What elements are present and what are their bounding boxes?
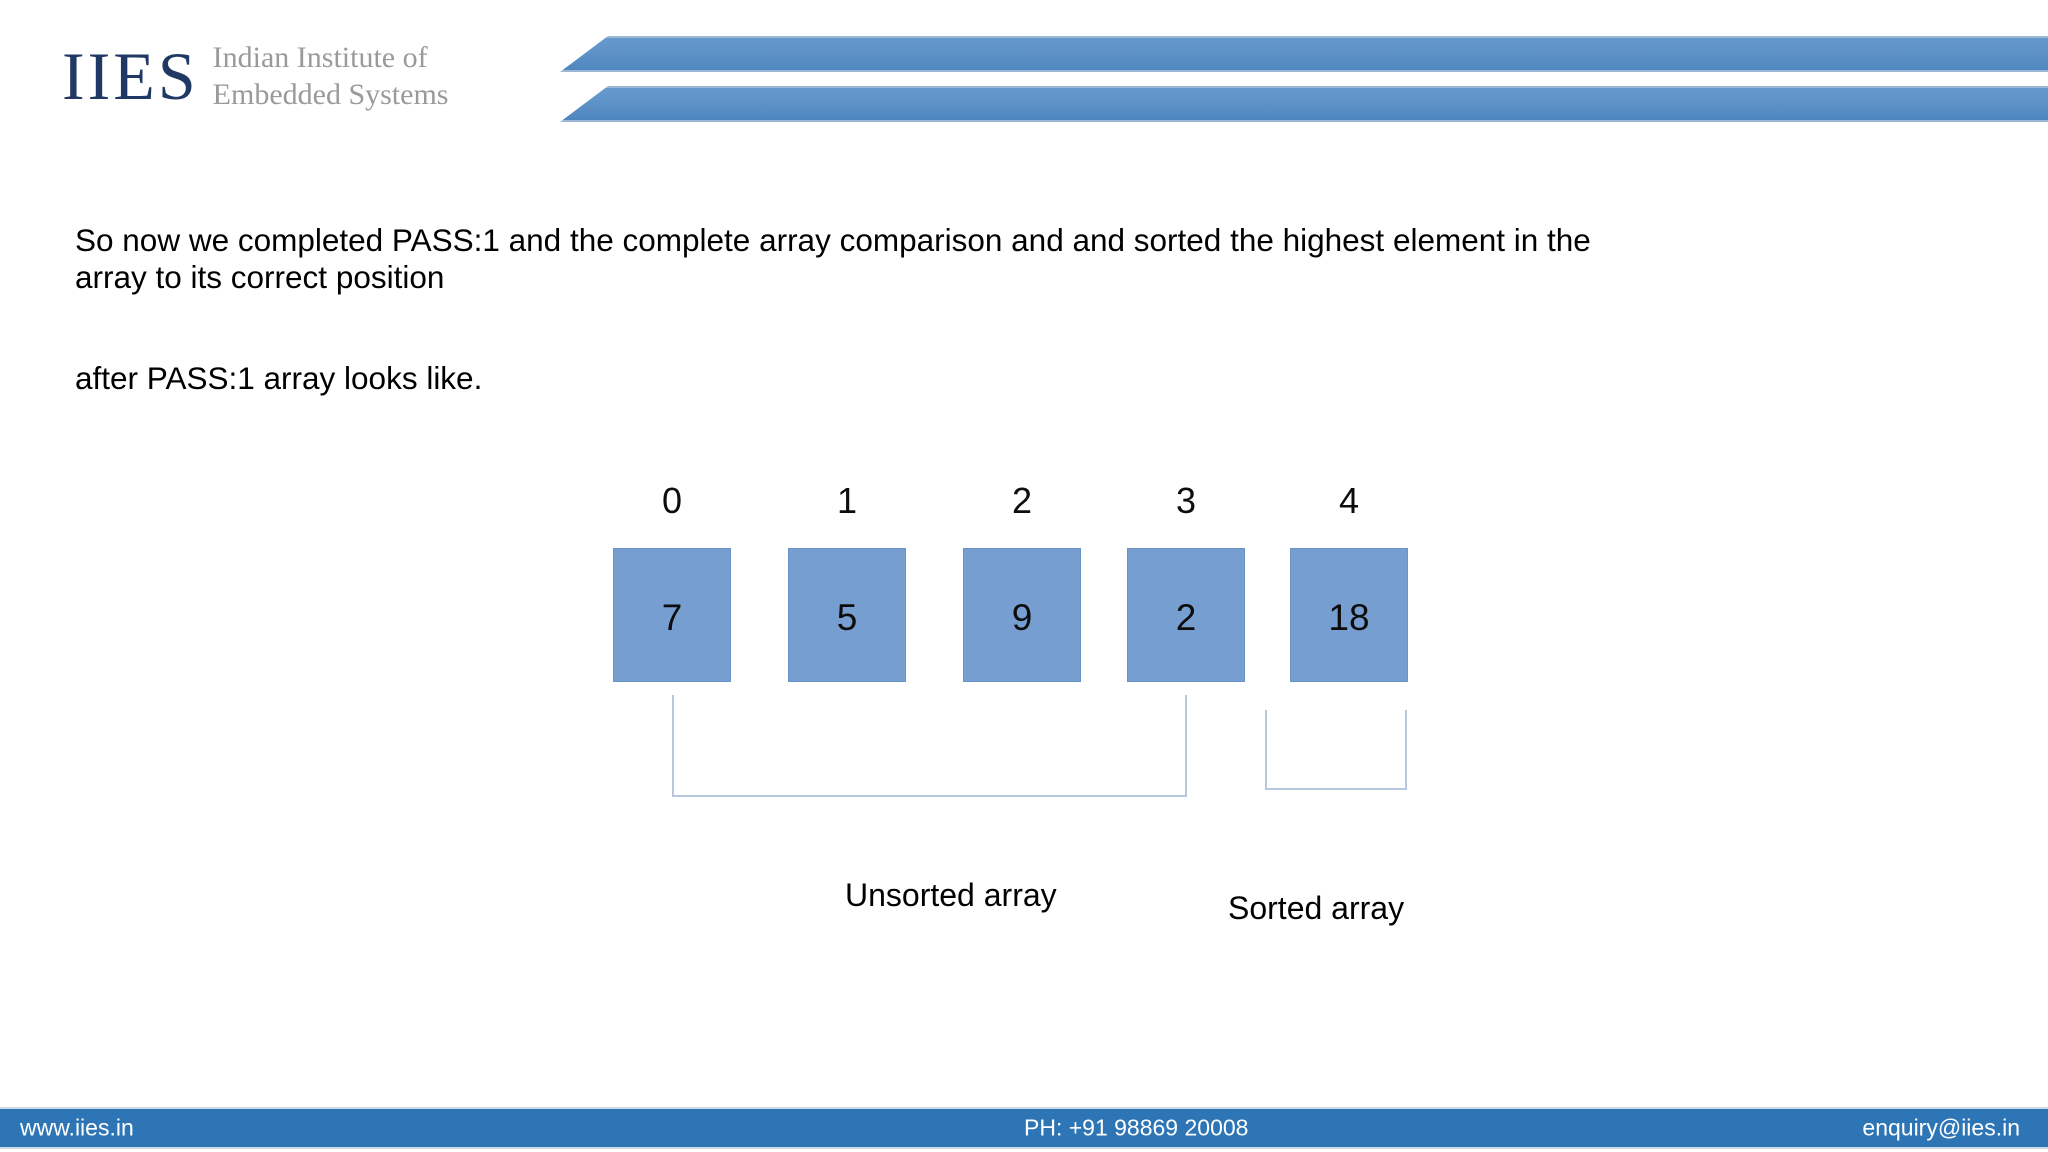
array-index-0: 0 <box>661 480 683 521</box>
paragraph-one: So now we completed PASS:1 and the compl… <box>75 222 1975 295</box>
header-band-top <box>560 36 2048 72</box>
footer-email[interactable]: enquiry@iies.in <box>1862 1114 2020 1141</box>
paragraph-two: after PASS:1 array looks like. <box>75 360 483 396</box>
header-band-bottom <box>560 86 2048 122</box>
footer-phone: PH: +91 98869 20008 <box>1024 1114 1249 1141</box>
array-index-4: 4 <box>1338 480 1360 521</box>
logo-wordmark-line1: Indian Institute of <box>212 41 428 74</box>
slide-header: IIES Indian Institute of Embedded System… <box>0 0 2048 140</box>
array-cell-2: 9 <box>963 548 1081 682</box>
array-cell-0: 7 <box>613 548 731 682</box>
unsorted-array-label: Unsorted array <box>845 877 1057 913</box>
array-cell-value-3: 2 <box>1175 596 1197 638</box>
array-cell-value-0: 7 <box>661 596 683 638</box>
logo-wordmark: Indian Institute of Embedded Systems <box>213 38 449 113</box>
array-cell-1: 5 <box>788 548 906 682</box>
array-cell-3: 2 <box>1127 548 1245 682</box>
array-index-1: 1 <box>836 480 858 521</box>
footer-website[interactable]: www.iies.in <box>20 1114 134 1141</box>
paragraph-one-line-one: So now we completed PASS:1 and the compl… <box>75 222 1591 258</box>
header-banner-shapes <box>560 30 2048 130</box>
array-cell-4: 18 <box>1290 548 1408 682</box>
iies-logo: IIES Indian Institute of Embedded System… <box>62 38 448 113</box>
slide-footer: www.iies.in PH: +91 98869 20008 enquiry@… <box>0 1107 2048 1149</box>
array-cell-value-1: 5 <box>836 596 858 638</box>
logo-mark-text: IIES <box>62 37 199 114</box>
array-index-2: 2 <box>1011 480 1033 521</box>
unsorted-range-bracket <box>672 695 1187 797</box>
paragraph-one-line-two: array to its correct position <box>75 258 445 295</box>
array-index-3: 3 <box>1175 480 1197 521</box>
logo-wordmark-line2: Embedded Systems <box>212 77 449 111</box>
sorted-range-bracket <box>1265 710 1407 790</box>
sorted-array-label: Sorted array <box>1228 890 1405 926</box>
array-cell-value-2: 9 <box>1011 596 1033 638</box>
array-cell-value-4: 18 <box>1328 596 1370 638</box>
